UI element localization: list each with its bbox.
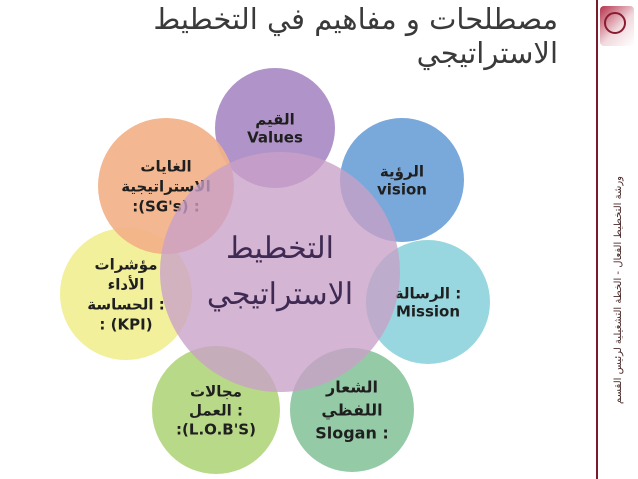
center-label-line2: الاستراتيجي — [207, 277, 353, 312]
node-label-kpi-3: : (KPI) — [99, 315, 152, 333]
node-label-slogan-2: Slogan : — [315, 424, 389, 443]
node-label-sgs-1: الاستراتيجية — [121, 177, 210, 195]
center-circle — [160, 152, 400, 392]
university-logo — [600, 6, 634, 46]
node-label-lobs-2: :(L.O.B'S) — [176, 420, 256, 438]
node-label-vision-1: vision — [377, 180, 427, 198]
node-label-slogan-1: اللفظي — [321, 401, 382, 421]
node-label-values-0: القيم — [255, 110, 294, 128]
node-label-mission-0: الرسالة : — [395, 284, 461, 302]
center-label-line1: التخطيط — [226, 231, 334, 266]
center-node: التخطيط الاستراتيجي — [160, 152, 400, 392]
title-line-2: الاستراتيجي — [416, 36, 558, 70]
node-label-kpi-2: الحساسة : — [87, 295, 165, 313]
node-circle-kpi — [60, 228, 192, 360]
node-label-kpi-1: الأداء — [108, 275, 145, 293]
node-label-lobs-1: العمل : — [189, 401, 243, 419]
sidebar-divider — [596, 0, 598, 479]
title-line-1: مصطلحات و مفاهيم في التخطيط — [153, 2, 558, 36]
node-label-vision-0: الرؤية — [380, 162, 424, 180]
node-label-lobs-0: مجالات — [190, 382, 242, 400]
node-label-sgs-0: الغايات — [140, 157, 191, 175]
sidebar-caption-text: ورشة التخطيط الفعال - الخطة التشغيلية لر… — [612, 175, 624, 404]
slide-title: مصطلحات و مفاهيم في التخطيط الاستراتيجي — [38, 2, 558, 70]
node-label-slogan-0: الشعار — [325, 378, 378, 397]
sidebar: ورشة التخطيط الفعال - الخطة التشغيلية لر… — [598, 0, 638, 479]
sidebar-caption: ورشة التخطيط الفعال - الخطة التشغيلية لر… — [604, 110, 632, 470]
node-label-values-1: Values — [247, 128, 303, 146]
node-label-mission-1: Mission — [396, 302, 460, 320]
node-label-kpi-0: مؤشرات — [95, 255, 158, 273]
